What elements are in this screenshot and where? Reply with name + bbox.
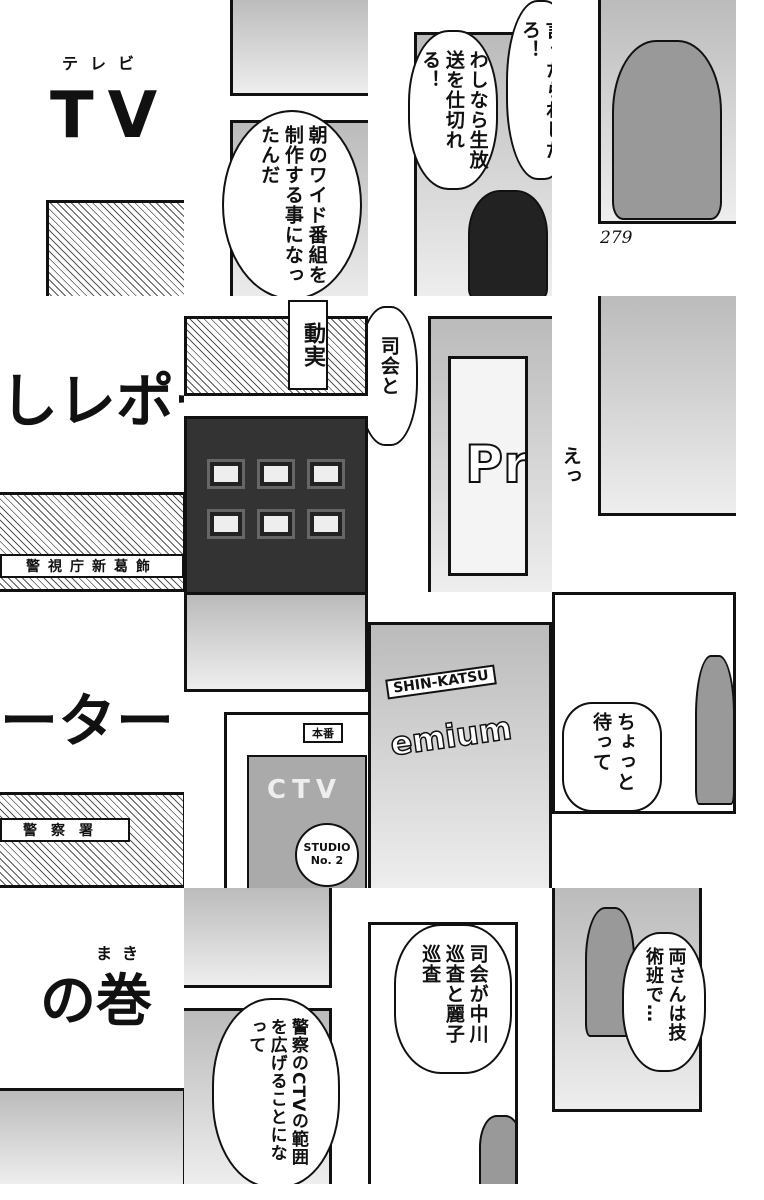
bubble-text: 司会と bbox=[377, 336, 400, 396]
building-panel bbox=[230, 0, 368, 96]
tile-studio-door: 本番 CTV STUDIO No. 2 bbox=[184, 592, 368, 888]
officer-figure bbox=[612, 40, 722, 220]
tile-title-reporter: しレポー 警視庁新葛飾 bbox=[0, 296, 184, 592]
monitor bbox=[207, 509, 245, 539]
monitor-wall bbox=[184, 416, 368, 592]
police-station-sign: 警察署 bbox=[0, 818, 130, 842]
building-panel bbox=[184, 316, 368, 396]
ryotsu-figure bbox=[695, 655, 733, 805]
tile-expand-ctv: 警察のCTVの範囲を広げることになって bbox=[184, 888, 368, 1184]
page-number: 279 bbox=[600, 228, 633, 248]
chapter-ruby: まき bbox=[96, 944, 149, 963]
set-panel bbox=[368, 622, 552, 888]
tile-ryo-tech: 両さんは技術班で… bbox=[552, 888, 736, 1184]
tile-wait: ちょっと待って bbox=[552, 592, 736, 888]
title-line3: ーター bbox=[0, 687, 175, 755]
bubble-text: 司会が中川巡査と麗子巡査 bbox=[419, 944, 489, 1044]
tile-shinkatsu-set: SHIN-KATSU emium bbox=[368, 592, 552, 888]
officer-figure bbox=[479, 1115, 515, 1184]
tile-officer: 279 bbox=[552, 0, 736, 296]
studio-number-badge: STUDIO No. 2 bbox=[295, 823, 359, 887]
corridor-panel bbox=[184, 592, 368, 692]
bubble-text: 朝のワイド番組を制作する事になったんだ bbox=[258, 125, 328, 285]
tile-title-chapter: まき の巻 bbox=[0, 888, 184, 1184]
bubble-text: わしなら生放送を仕切れる！ bbox=[419, 50, 489, 170]
building-panel bbox=[184, 888, 332, 988]
bubble-text: 警察のCTVの範囲を広げることになって bbox=[245, 1018, 308, 1167]
tile-premium-set: Pr 司会と bbox=[368, 296, 552, 592]
tile-title-tv: テレビ TV bbox=[0, 0, 184, 296]
speech-bubble: 両さんは技術班で… bbox=[622, 932, 706, 1072]
tile-hosts: 司会が中川巡査と麗子巡査 bbox=[368, 888, 552, 1184]
door-panel: 本番 CTV STUDIO No. 2 bbox=[224, 712, 368, 888]
title-line2: しレポー bbox=[0, 367, 184, 435]
police-hq-sign: 警視庁新葛飾 bbox=[0, 554, 184, 578]
building-panel bbox=[46, 200, 184, 296]
studio-panel bbox=[598, 296, 736, 516]
tile-morning-show: 朝のワイド番組を制作する事になったんだ bbox=[184, 0, 368, 296]
bubble-text: 言ったらわしだろ！ bbox=[519, 20, 552, 160]
monitor bbox=[257, 459, 295, 489]
dou-jitsu-sign: 動実 bbox=[288, 300, 328, 390]
tile-monitors: 動実 bbox=[184, 296, 368, 592]
monitor bbox=[207, 459, 245, 489]
studio-door: CTV STUDIO No. 2 bbox=[247, 755, 367, 888]
speech-bubble: 司会が中川巡査と麗子巡査 bbox=[394, 924, 512, 1074]
title-line4: の巻 bbox=[40, 969, 152, 1034]
speech-bubble: 警察のCTVの範囲を広げることになって bbox=[212, 998, 340, 1184]
speech-bubble: 司会と bbox=[368, 306, 418, 446]
tile-ryotsu-shout: わしなら生放送を仕切れる！ 言ったらわしだろ！ bbox=[368, 0, 552, 296]
tile-eh: えっ bbox=[552, 296, 736, 592]
monitor bbox=[307, 459, 345, 489]
title-tv: TV bbox=[50, 79, 172, 153]
monitor bbox=[307, 509, 345, 539]
monitor bbox=[257, 509, 295, 539]
speech-bubble: 言ったらわしだろ！ bbox=[506, 0, 552, 180]
bubble-text: 両さんは技術班で… bbox=[643, 947, 687, 1042]
bubble-text: ちょっと待って bbox=[590, 712, 636, 792]
tile-title-reporter-2: ーター 警察署 bbox=[0, 592, 184, 888]
ryotsu-figure bbox=[468, 190, 548, 296]
premium-logo: Pr bbox=[464, 435, 528, 495]
ctv-label: CTV bbox=[267, 775, 342, 805]
speech-bubble: わしなら生放送を仕切れる！ bbox=[408, 30, 498, 190]
shout-bubble: ちょっと待って bbox=[562, 702, 662, 812]
tile-wall: Pr bbox=[448, 356, 528, 576]
tv-ruby: テレビ bbox=[62, 54, 147, 73]
building-panel bbox=[0, 1088, 184, 1184]
exclamation-text: えっ bbox=[559, 446, 582, 486]
speech-bubble: 朝のワイド番組を制作する事になったんだ bbox=[222, 110, 362, 296]
honban-sign: 本番 bbox=[303, 723, 343, 743]
